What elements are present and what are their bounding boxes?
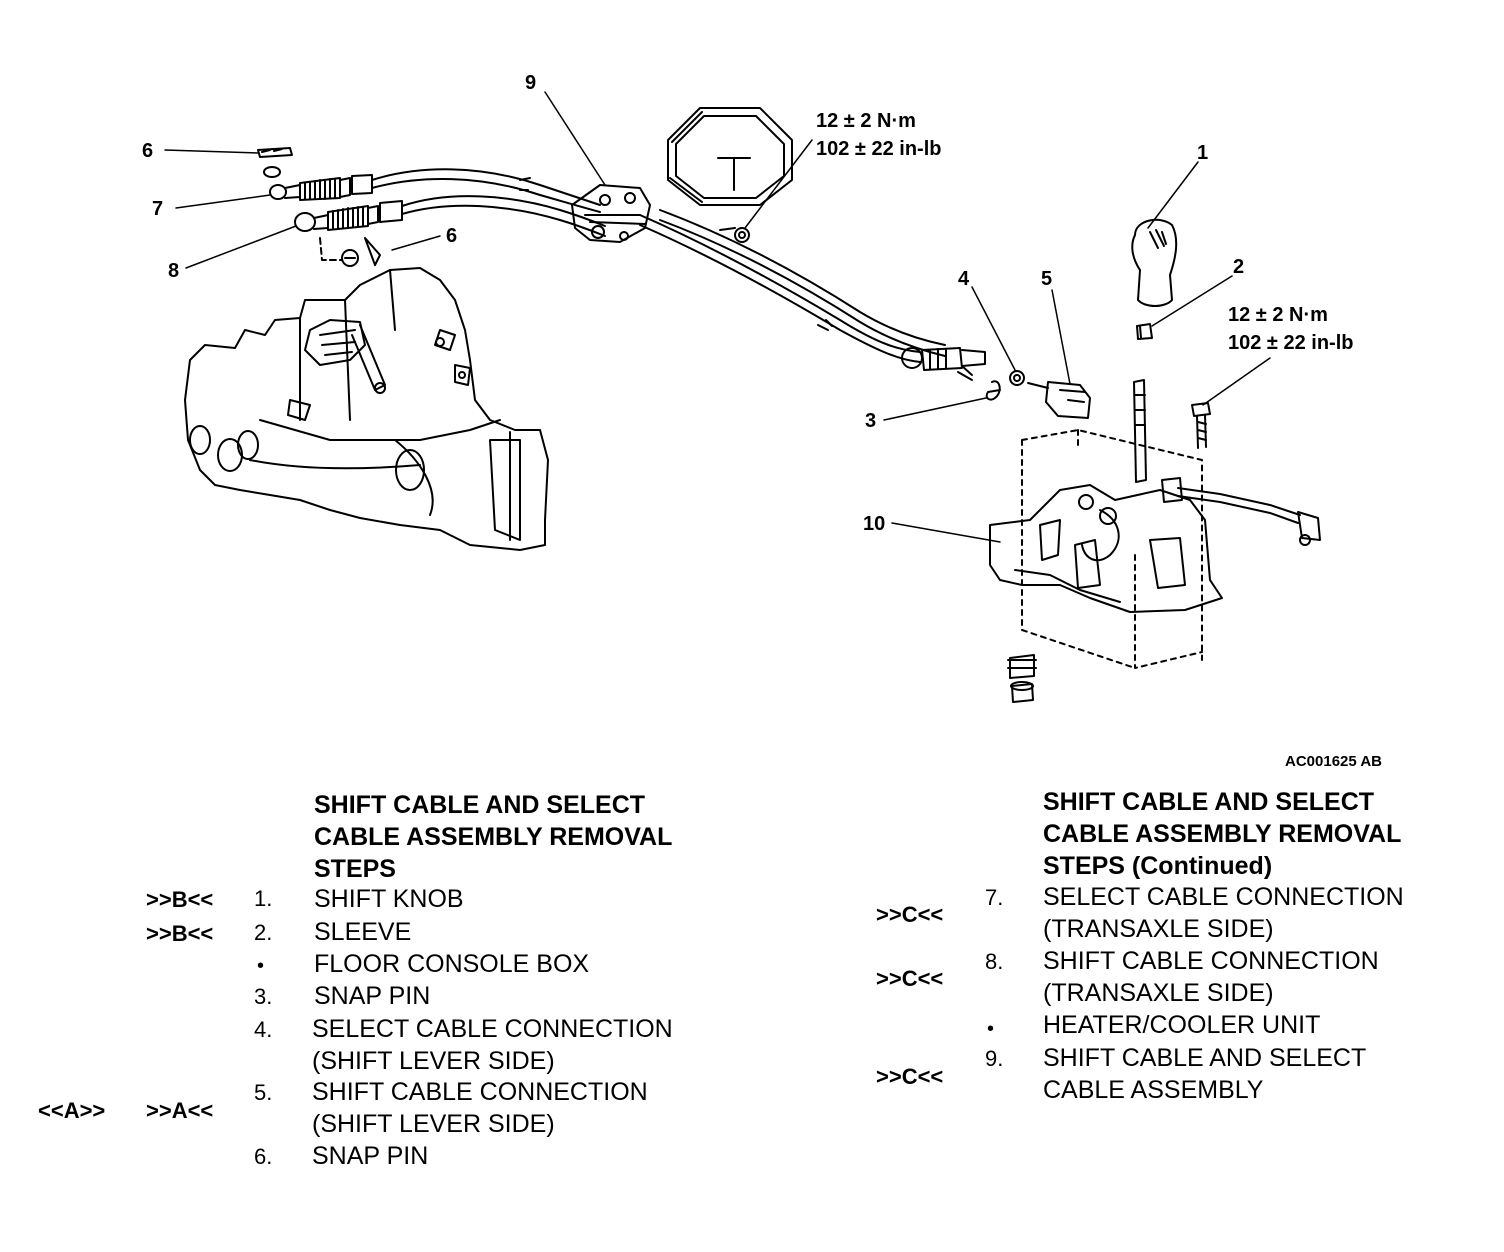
step-label: SELECT CABLE CONNECTION	[1043, 883, 1404, 911]
removal-code: >>C<<	[876, 1064, 944, 1089]
callout-10: 10	[863, 513, 886, 535]
torque-spec-bracket: 12 ± 2 N·m 102 ± 22 in-lb	[816, 107, 941, 163]
callout-6-lower: 6	[446, 225, 458, 247]
snap-pin	[985, 380, 1001, 401]
step-label: FLOOR CONSOLE BOX	[314, 950, 590, 978]
step-label-cont: (SHIFT LEVER SIDE)	[312, 1110, 555, 1138]
lever-bracket-bolt	[1191, 402, 1211, 449]
step-label: SHIFT KNOB	[314, 885, 464, 913]
left-steps-heading: SHIFT CABLE AND SELECT CABLE ASSEMBLY RE…	[314, 791, 673, 883]
step-label-cont: CABLE ASSEMBLY	[1043, 1076, 1264, 1104]
step-label-cont: (SHIFT LEVER SIDE)	[312, 1047, 555, 1075]
step-label: SHIFT CABLE CONNECTION	[312, 1078, 648, 1106]
torque-imperial: 102 ± 22 in-lb	[816, 138, 942, 160]
callout-6-top: 6	[142, 140, 154, 162]
step-label: SHIFT CABLE AND SELECT	[1043, 1044, 1367, 1072]
step-label: SNAP PIN	[314, 982, 431, 1010]
step-label: SLEEVE	[314, 918, 412, 946]
step-number: 4.	[254, 1017, 273, 1042]
step-number: 2.	[254, 920, 273, 945]
exploded-parts-diagram	[164, 91, 1321, 703]
leader-lines	[164, 91, 1271, 543]
step-label: SELECT CABLE CONNECTION	[312, 1015, 673, 1043]
step-number: 8.	[985, 949, 1004, 974]
torque-metric: 12 ± 2 N·m	[816, 110, 916, 132]
shift-and-select-cables	[371, 168, 986, 381]
callout-5: 5	[1041, 268, 1053, 290]
step-number: 5.	[254, 1080, 273, 1105]
shift-lever-assembly	[989, 379, 1321, 703]
sleeve	[1136, 323, 1153, 340]
removal-code: >>B<<	[146, 887, 214, 912]
right-steps-heading: SHIFT CABLE AND SELECT CABLE ASSEMBLY RE…	[1043, 788, 1402, 880]
callout-9: 9	[525, 72, 537, 94]
callout-2: 2	[1233, 256, 1245, 278]
shift-knob	[1131, 218, 1178, 307]
bracket-bolt	[719, 227, 750, 243]
step-bullet: •	[987, 1018, 995, 1040]
removal-code: >>C<<	[876, 902, 944, 927]
installation-code: <<A>>	[38, 1098, 106, 1123]
step-bullet: •	[257, 955, 265, 977]
callout-8: 8	[168, 260, 180, 282]
callout-1: 1	[1197, 142, 1209, 164]
removal-code: >>B<<	[146, 921, 214, 946]
callout-7: 7	[152, 198, 164, 220]
step-label: SNAP PIN	[312, 1142, 429, 1170]
torque-spec-lever: 12 ± 2 N·m 102 ± 22 in-lb	[1228, 301, 1353, 357]
callout-3: 3	[865, 410, 877, 432]
step-label: SHIFT CABLE CONNECTION	[1043, 947, 1379, 975]
step-number: 6.	[254, 1144, 273, 1169]
step-number: 3.	[254, 984, 273, 1009]
step-number: 1.	[254, 886, 273, 911]
step-label: HEATER/COOLER UNIT	[1043, 1011, 1321, 1039]
cable-bracket	[571, 184, 651, 243]
washer	[1009, 370, 1025, 386]
cable-end-fittings	[257, 147, 403, 267]
step-label-cont: (TRANSAXLE SIDE)	[1043, 915, 1274, 943]
removal-code: >>A<<	[146, 1098, 214, 1123]
figure-reference: AC001625 AB	[1285, 753, 1382, 770]
torque-imperial: 102 ± 22 in-lb	[1228, 332, 1354, 354]
cable-connector	[1027, 381, 1091, 419]
octagonal-cover	[667, 107, 793, 206]
step-number: 9.	[985, 1046, 1004, 1071]
removal-code: >>C<<	[876, 966, 944, 991]
step-label-cont: (TRANSAXLE SIDE)	[1043, 979, 1274, 1007]
step-number: 7.	[985, 885, 1004, 910]
transaxle-housing	[184, 267, 549, 551]
torque-metric: 12 ± 2 N·m	[1228, 304, 1328, 326]
callout-4: 4	[958, 268, 970, 290]
